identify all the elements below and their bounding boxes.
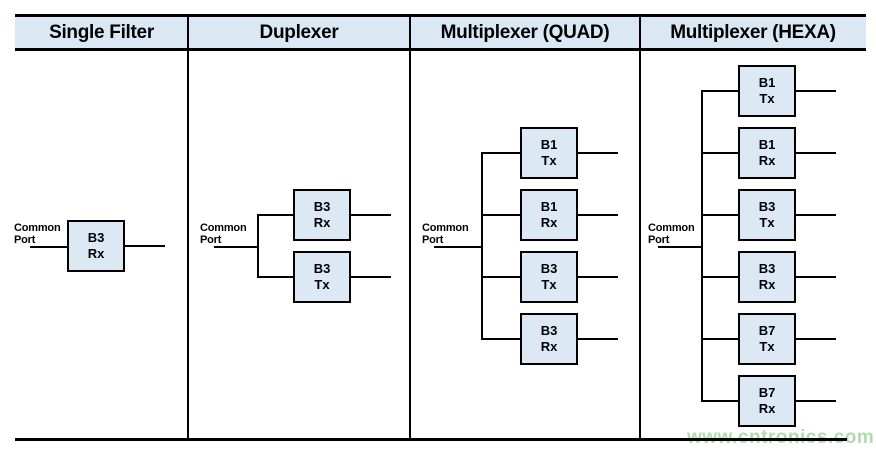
filter-box-band: B7 xyxy=(758,323,776,338)
branch-line xyxy=(258,213,293,217)
output-line xyxy=(578,213,618,217)
common-port-label: Common Port xyxy=(648,222,695,246)
filter-box-band: B1 xyxy=(758,137,776,152)
branch-line xyxy=(482,337,520,341)
output-line xyxy=(796,89,836,93)
output-line xyxy=(796,151,836,155)
filter-box-band: B3 xyxy=(313,261,331,276)
column-divider xyxy=(638,14,641,441)
branch-line xyxy=(482,213,520,217)
filter-box-band: B3 xyxy=(758,199,776,214)
branch-line xyxy=(702,213,738,217)
filter-box-band: B3 xyxy=(540,261,558,276)
filter-box-path: Tx xyxy=(759,91,775,106)
filter-box-path: Rx xyxy=(758,277,776,292)
column-divider xyxy=(186,14,189,441)
common-port-line xyxy=(30,245,69,249)
filter-box-path: Rx xyxy=(313,215,331,230)
filter-box-path: Rx xyxy=(540,339,558,354)
output-line xyxy=(796,399,836,403)
filter-box-path: Tx xyxy=(541,153,557,168)
header-single-filter: Single Filter xyxy=(15,14,188,51)
filter-box-path: Tx xyxy=(541,277,557,292)
branch-line xyxy=(258,275,293,279)
filter-box-path: Rx xyxy=(87,246,105,261)
branch-line xyxy=(702,337,738,341)
filter-box-band: B1 xyxy=(758,75,776,90)
branch-line xyxy=(702,275,738,279)
output-line xyxy=(351,275,391,279)
filter-box-path: Tx xyxy=(759,339,775,354)
header-multiplexer-hexa: Multiplexer (HEXA) xyxy=(640,14,866,51)
filter-box-path: Rx xyxy=(540,215,558,230)
branch-line xyxy=(702,89,738,93)
branch-line xyxy=(702,151,738,155)
branch-line xyxy=(702,399,738,403)
output-line xyxy=(796,337,836,341)
filter-box-band: B3 xyxy=(87,230,105,245)
common-port-line xyxy=(434,245,484,249)
filter-box-band: B7 xyxy=(758,385,776,400)
filter-box-path: Tx xyxy=(759,215,775,230)
output-line xyxy=(125,244,165,248)
filter-box-band: B1 xyxy=(540,137,558,152)
output-line xyxy=(796,213,836,217)
output-line xyxy=(578,151,618,155)
filter-box-path: Tx xyxy=(314,277,330,292)
filter-box-band: B3 xyxy=(540,323,558,338)
common-port-line xyxy=(658,245,704,249)
header-multiplexer-quad: Multiplexer (QUAD) xyxy=(410,14,640,51)
branch-line xyxy=(482,151,520,155)
watermark-text: www.cntronics.com xyxy=(687,427,874,449)
common-port-label: Common Port xyxy=(14,222,61,246)
output-line xyxy=(578,275,618,279)
filter-box-path: Rx xyxy=(758,153,776,168)
output-line xyxy=(578,337,618,341)
common-port-label: Common Port xyxy=(422,222,469,246)
bus-line xyxy=(700,89,704,403)
common-port-line xyxy=(214,245,260,249)
output-line xyxy=(351,213,391,217)
bus-line xyxy=(256,213,260,279)
filter-box-band: B1 xyxy=(540,199,558,214)
table-bottom-border xyxy=(15,438,847,441)
filter-box-band: B3 xyxy=(758,261,776,276)
branch-line xyxy=(482,275,520,279)
filter-box-band: B3 xyxy=(313,199,331,214)
common-port-label: Common Port xyxy=(200,222,247,246)
bus-line xyxy=(480,151,484,341)
header-duplexer: Duplexer xyxy=(188,14,410,51)
output-line xyxy=(796,275,836,279)
filter-box-path: Rx xyxy=(758,401,776,416)
column-divider xyxy=(408,14,411,441)
